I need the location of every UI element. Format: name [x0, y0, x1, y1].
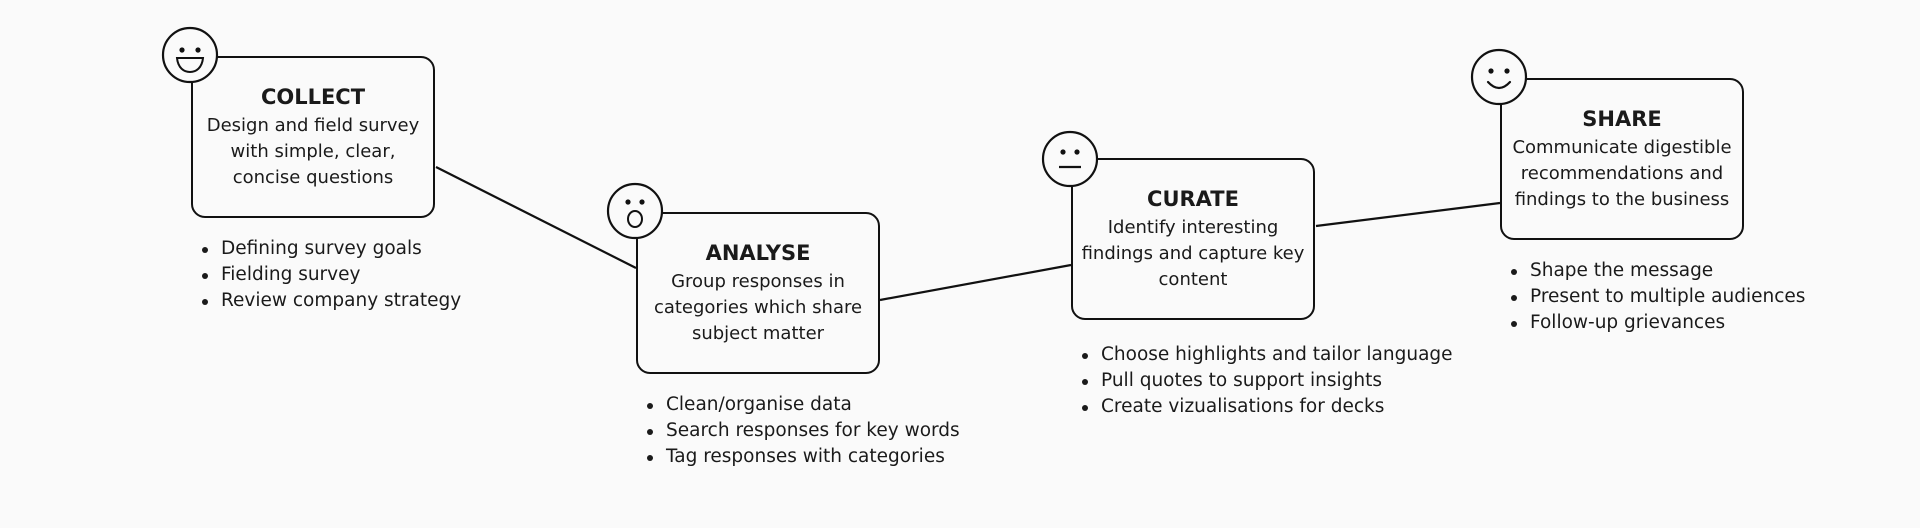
- list-item: Create vizualisations for decks: [1079, 394, 1453, 420]
- stage-bullets-collect: Defining survey goals Fielding survey Re…: [199, 236, 461, 314]
- stage-description: Communicate digestible recommendations a…: [1512, 137, 1732, 210]
- connector-collect-analyse: [435, 166, 637, 269]
- stage-card-collect: COLLECT Design and field survey with sim…: [191, 56, 435, 218]
- list-item: Review company strategy: [199, 288, 461, 314]
- smiling-face-icon: [1470, 48, 1528, 106]
- stage-bullets-curate: Choose highlights and tailor language Pu…: [1079, 342, 1453, 420]
- stage-bullets-share: Shape the message Present to multiple au…: [1508, 258, 1805, 336]
- connector-analyse-curate: [879, 263, 1072, 302]
- stage-title: CURATE: [1147, 187, 1239, 211]
- list-item: Clean/organise data: [644, 392, 960, 418]
- connector-curate-share: [1315, 201, 1501, 228]
- list-item: Present to multiple audiences: [1508, 284, 1805, 310]
- list-item: Shape the message: [1508, 258, 1805, 284]
- stage-card-analyse: ANALYSE Group responses in categories wh…: [636, 212, 880, 374]
- stage-description: Design and field survey with simple, cle…: [206, 115, 420, 188]
- stage-title: ANALYSE: [705, 241, 811, 265]
- list-item: Search responses for key words: [644, 418, 960, 444]
- list-item: Choose highlights and tailor language: [1079, 342, 1453, 368]
- list-item: Defining survey goals: [199, 236, 461, 262]
- list-item: Tag responses with categories: [644, 444, 960, 470]
- list-item: Fielding survey: [199, 262, 461, 288]
- surprised-face-icon: [606, 182, 664, 240]
- neutral-face-icon: [1041, 130, 1099, 188]
- list-item: Follow-up grievances: [1508, 310, 1805, 336]
- stage-card-share: SHARE Communicate digestible recommendat…: [1500, 78, 1744, 240]
- grinning-face-icon: [161, 26, 219, 84]
- stage-bullets-analyse: Clean/organise data Search responses for…: [644, 392, 960, 470]
- list-item: Pull quotes to support insights: [1079, 368, 1453, 394]
- stage-card-curate: CURATE Identify interesting findings and…: [1071, 158, 1315, 320]
- stage-description: Identify interesting findings and captur…: [1081, 217, 1305, 290]
- stage-title: COLLECT: [260, 85, 366, 109]
- stage-title: SHARE: [1582, 107, 1662, 131]
- stage-description: Group responses in categories which shar…: [653, 271, 863, 344]
